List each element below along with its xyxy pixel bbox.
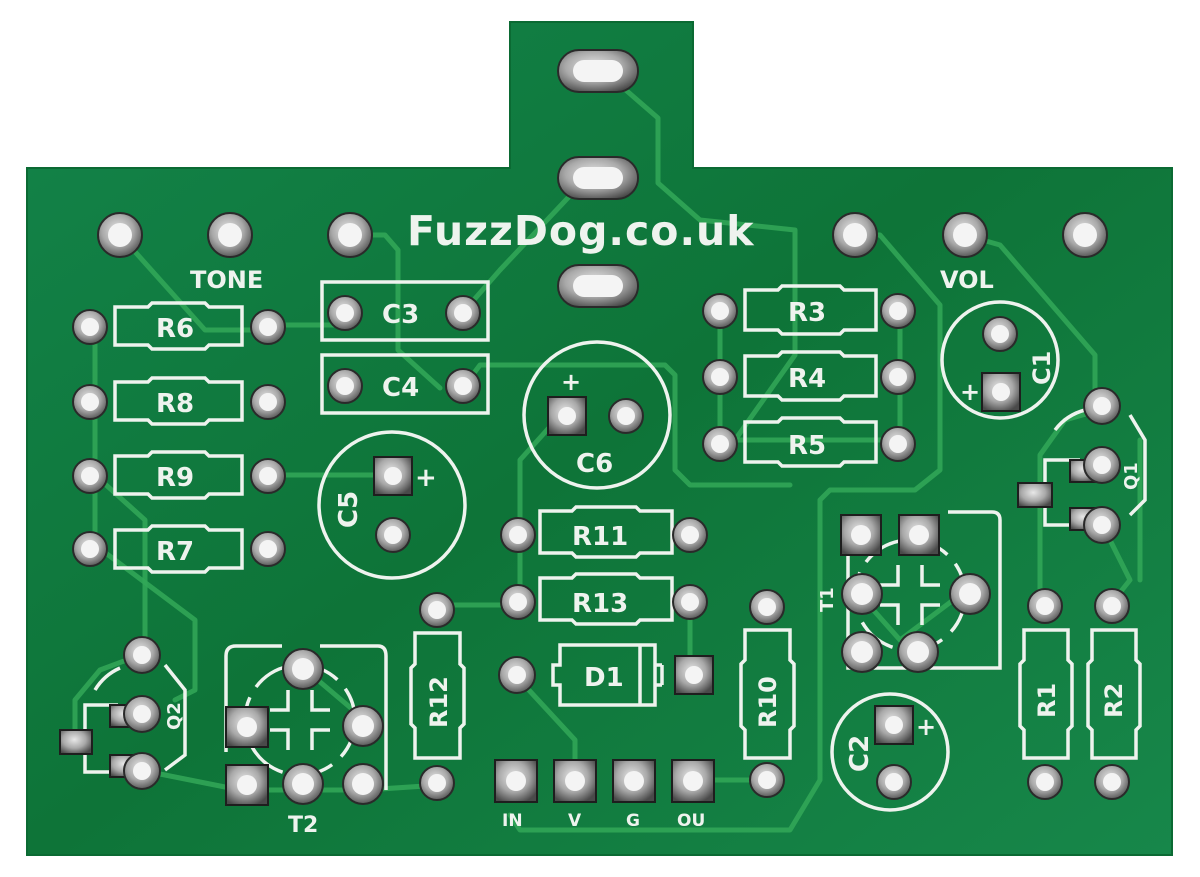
svg-text:+: +: [415, 463, 437, 493]
footswitch-slots: [557, 49, 639, 308]
resistor-r11: R11: [500, 505, 708, 559]
svg-text:R2: R2: [1100, 683, 1128, 718]
resistor-r4: R4: [702, 350, 916, 402]
resistor-r5: R5: [702, 416, 916, 468]
svg-text:C6: C6: [576, 449, 613, 479]
svg-text:C2: C2: [845, 735, 875, 772]
svg-text:R12: R12: [425, 676, 453, 728]
capacitor-c5: + C5: [317, 430, 467, 580]
svg-text:R9: R9: [156, 463, 194, 493]
svg-text:R5: R5: [788, 431, 826, 461]
svg-text:R7: R7: [156, 537, 194, 567]
svg-text:R4: R4: [788, 364, 826, 394]
io-label-g: G: [626, 811, 640, 831]
trimmer-t1: T1: [817, 510, 1002, 673]
io-label-in: IN: [502, 811, 523, 831]
svg-text:R10: R10: [754, 676, 782, 728]
transistor-q2: Q2: [59, 636, 187, 790]
svg-text:R8: R8: [156, 389, 194, 419]
capacitor-c4: C4: [320, 353, 490, 415]
resistor-r6: R6: [72, 301, 286, 351]
resistor-r13: R13: [500, 572, 708, 626]
svg-text:R1: R1: [1033, 683, 1061, 718]
potentiometer-pads: [97, 212, 1108, 258]
brand-logo-text: FuzzDog.co.uk: [407, 207, 755, 255]
transistor-q1: Q1: [1017, 387, 1147, 544]
svg-text:Q1: Q1: [1121, 462, 1142, 490]
capacitor-c3: C3: [320, 280, 490, 342]
capacitor-c1: + C1: [940, 300, 1060, 420]
tone-label: TONE: [190, 266, 263, 294]
svg-text:C1: C1: [1028, 351, 1056, 385]
board-outline: [26, 21, 1173, 856]
svg-text:+: +: [561, 368, 581, 396]
io-label-v: V: [568, 811, 582, 831]
capacitor-c2: + C2: [830, 692, 950, 812]
resistor-r9: R9: [72, 450, 286, 500]
svg-text:R6: R6: [156, 314, 194, 344]
svg-text:R13: R13: [572, 589, 628, 619]
svg-text:R3: R3: [788, 298, 826, 328]
resistor-r3: R3: [702, 284, 916, 336]
svg-text:C4: C4: [382, 373, 419, 403]
svg-text:Q2: Q2: [164, 702, 185, 730]
svg-text:R11: R11: [572, 522, 628, 552]
io-label-out: OU: [677, 811, 705, 831]
svg-text:T2: T2: [288, 813, 318, 838]
svg-text:+: +: [960, 378, 980, 406]
resistor-r12: R12: [409, 592, 466, 801]
vol-label: VOL: [940, 266, 994, 294]
resistor-r8: R8: [72, 376, 286, 426]
svg-text:+: +: [916, 713, 936, 741]
resistor-r2: R2: [1086, 588, 1142, 800]
capacitor-c6: + C6: [522, 340, 672, 490]
svg-text:C5: C5: [334, 491, 364, 528]
svg-text:D1: D1: [584, 663, 624, 693]
resistor-r7: R7: [72, 524, 286, 574]
io-pads: IN V G OU: [494, 759, 715, 831]
svg-text:T1: T1: [817, 587, 838, 612]
svg-text:C3: C3: [382, 300, 419, 330]
diode-d1: D1: [498, 643, 714, 707]
resistor-r10: R10: [739, 589, 796, 798]
resistor-r1: R1: [1018, 588, 1074, 800]
trimmer-t2: T2: [224, 644, 388, 838]
